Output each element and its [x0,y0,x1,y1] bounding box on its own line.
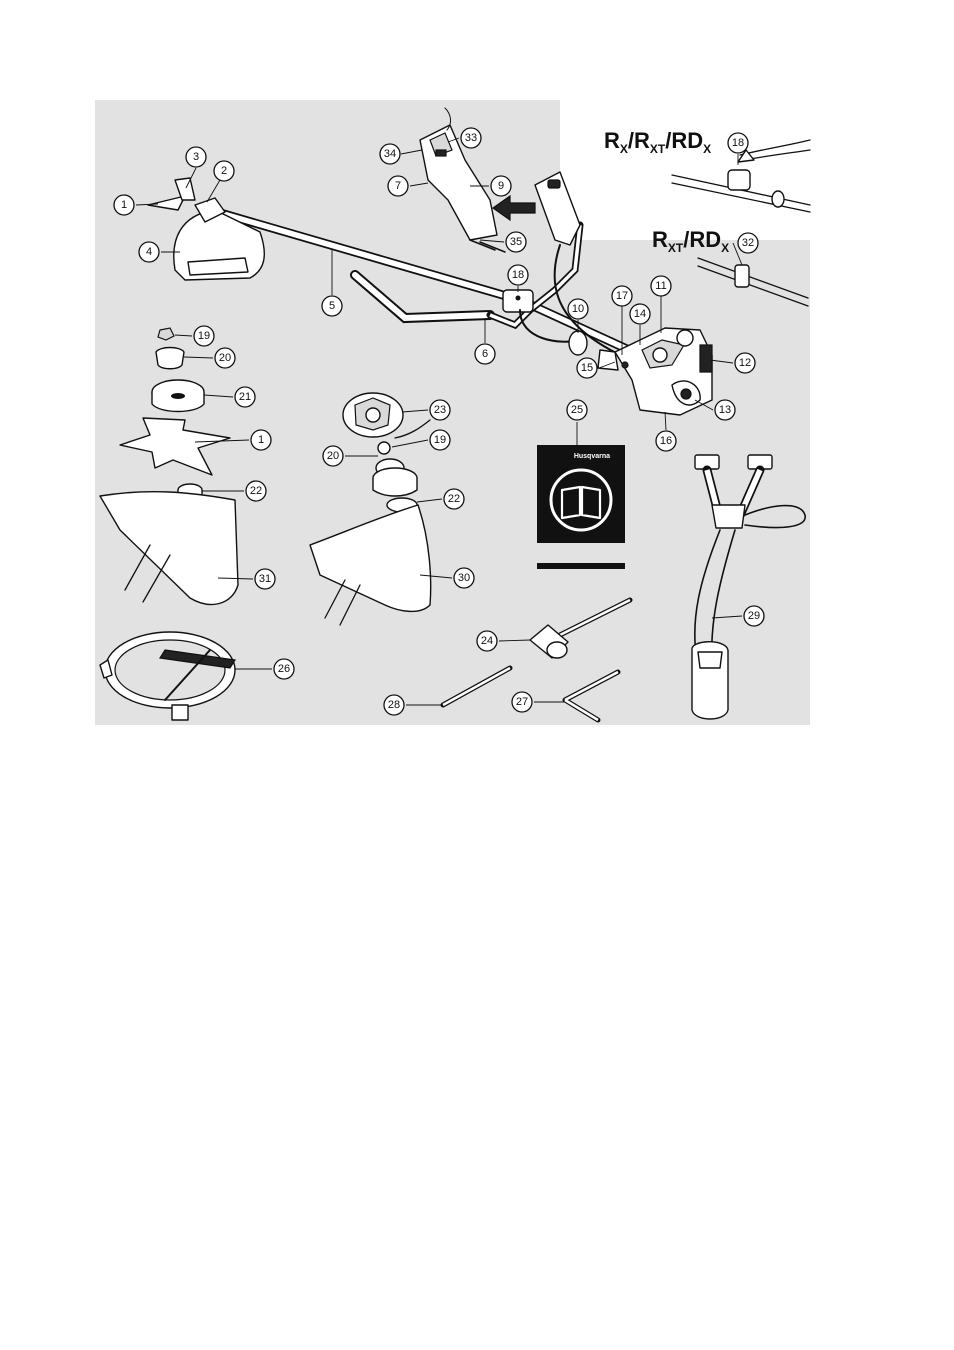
callout-32: 32 [738,233,758,253]
callout-20-blade: 20 [215,348,235,368]
callout-19-head: 19 [430,430,450,450]
heading-a-s1: X [620,142,628,156]
svg-text:RXT/RDX: RXT/RDX [652,227,729,255]
svg-text:31: 31 [259,573,271,585]
svg-text:4: 4 [146,246,152,258]
callout-16: 16 [656,431,676,451]
callout-11: 11 [651,276,671,296]
svg-text:25: 25 [571,404,583,416]
callout-14: 14 [630,304,650,324]
svg-text:10: 10 [572,303,584,315]
callout-24: 24 [477,631,497,651]
heading-b-s1: XT [668,241,684,255]
heading-b-r1: R [652,227,668,252]
svg-text:35: 35 [510,236,522,248]
heading-a-sep1: /R [628,128,650,153]
svg-text:15: 15 [581,362,593,374]
callout-3: 3 [186,147,206,167]
svg-text:9: 9 [498,180,504,192]
callout-31: 31 [255,569,275,589]
callout-22-head: 22 [444,489,464,509]
callout-17: 17 [612,286,632,306]
svg-text:17: 17 [616,290,628,302]
callout-23: 23 [430,400,450,420]
heading-a-s2: XT [650,142,666,156]
callout-30: 30 [454,568,474,588]
heading-a-r1: R [604,128,620,153]
svg-text:20: 20 [327,450,339,462]
svg-text:22: 22 [250,485,262,497]
callout-27: 27 [512,692,532,712]
heading-b-sep1: /RD [683,227,721,252]
svg-text:1: 1 [258,434,264,446]
callout-9: 9 [491,176,511,196]
callout-18-main: 18 [508,265,528,285]
callout-20-head: 20 [323,446,343,466]
svg-text:27: 27 [516,696,528,708]
heading-b-s2: X [721,241,729,255]
svg-text:29: 29 [748,610,760,622]
callout-6: 6 [475,344,495,364]
svg-text:32: 32 [742,237,754,249]
svg-text:34: 34 [384,148,396,160]
callout-28: 28 [384,695,404,715]
svg-text:18: 18 [732,137,744,149]
svg-text:28: 28 [388,699,400,711]
svg-text:23: 23 [434,404,446,416]
callout-25: 25 [567,400,587,420]
heading-a-s3: X [703,142,711,156]
svg-text:30: 30 [458,572,470,584]
callout-29: 29 [744,606,764,626]
svg-text:16: 16 [660,435,672,447]
svg-text:33: 33 [465,132,477,144]
callout-5: 5 [322,296,342,316]
callout-15: 15 [577,358,597,378]
svg-text:13: 13 [719,404,731,416]
manual-brand: Husqvarna [574,453,610,460]
svg-text:7: 7 [395,180,401,192]
svg-text:6: 6 [482,348,488,360]
svg-text:5: 5 [329,300,335,312]
svg-text:12: 12 [739,357,751,369]
svg-text:19: 19 [434,434,446,446]
callout-26: 26 [274,659,294,679]
svg-text:26: 26 [278,663,290,675]
callout-18-inset: 18 [728,133,748,153]
callout-34: 34 [380,144,400,164]
callout-2: 2 [214,161,234,181]
svg-text:18: 18 [512,269,524,281]
svg-text:14: 14 [634,308,646,320]
callout-7: 7 [388,176,408,196]
svg-text:20: 20 [219,352,231,364]
heading-a-sep2: /RD [665,128,703,153]
svg-text:24: 24 [481,635,493,647]
svg-text:21: 21 [239,391,251,403]
svg-text:11: 11 [655,280,666,292]
callout-10: 10 [568,299,588,319]
callout-19-blade: 19 [194,326,214,346]
callout-22-blade: 22 [246,481,266,501]
svg-text:19: 19 [198,330,210,342]
callout-35: 35 [506,232,526,252]
svg-text:3: 3 [193,151,199,163]
svg-text:22: 22 [448,493,460,505]
callout-12: 12 [735,353,755,373]
callout-4: 4 [139,242,159,262]
callout-1-blade: 1 [114,195,134,215]
callout-1-kit: 1 [251,430,271,450]
callout-33: 33 [461,128,481,148]
callout-13: 13 [715,400,735,420]
svg-text:1: 1 [121,199,127,211]
svg-text:2: 2 [221,165,227,177]
callout-21: 21 [235,387,255,407]
